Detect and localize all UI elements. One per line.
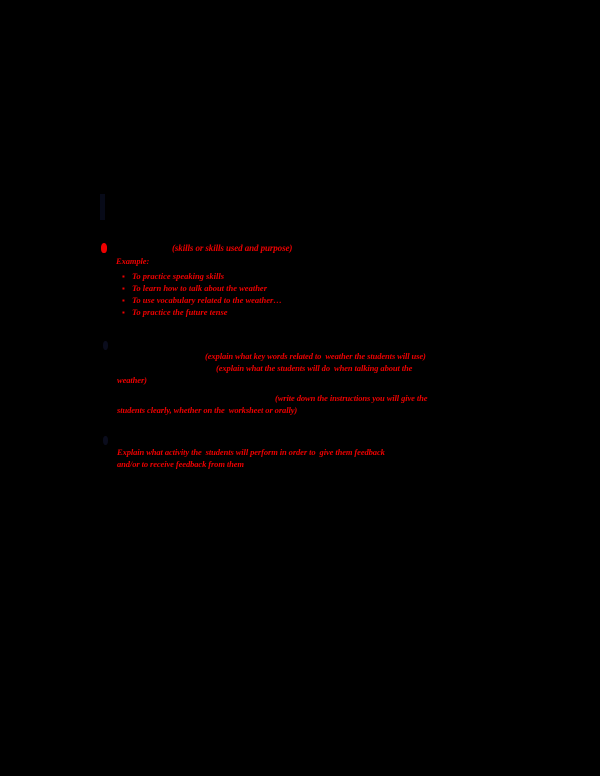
list-item-label: To use vocabulary related to the weather… [132, 295, 282, 305]
list-item: ▪ To use vocabulary related to the weath… [122, 295, 282, 306]
bullet-dash-icon: ▪ [122, 308, 125, 317]
procedure-line-3: weather) [117, 375, 147, 385]
objectives-heading-parenthetical: (skills or skills used and purpose) [172, 243, 293, 253]
list-marker-procedure [103, 341, 108, 350]
bullet-dash-icon: ▪ [122, 272, 125, 281]
procedure-line-2: (explain what the students will do when … [216, 363, 413, 373]
list-item-label: To practice speaking skills [132, 271, 225, 281]
list-marker-feedback [103, 436, 108, 445]
procedure-line-1: (explain what key words related to weath… [205, 351, 426, 361]
feedback-line-1: Explain what activity the students will … [117, 447, 385, 457]
scan-artifact [100, 194, 105, 220]
bullet-dash-icon: ▪ [122, 284, 125, 293]
list-item: ▪ To learn how to talk about the weather [122, 283, 267, 294]
list-item: ▪ To practice speaking skills [122, 271, 224, 282]
bullet-dash-icon: ▪ [122, 296, 125, 305]
list-item-label: To learn how to talk about the weather [132, 283, 267, 293]
instructions-line-2: students clearly, whether on the workshe… [117, 405, 298, 415]
list-item: ▪ To practice the future tense [122, 307, 228, 318]
feedback-line-2: and/or to receive feedback from them [117, 459, 244, 469]
example-label: Example: [116, 256, 150, 266]
list-marker-objectives [101, 243, 107, 253]
instructions-line-1: (write down the instructions you will gi… [275, 393, 428, 403]
list-item-label: To practice the future tense [132, 307, 228, 317]
